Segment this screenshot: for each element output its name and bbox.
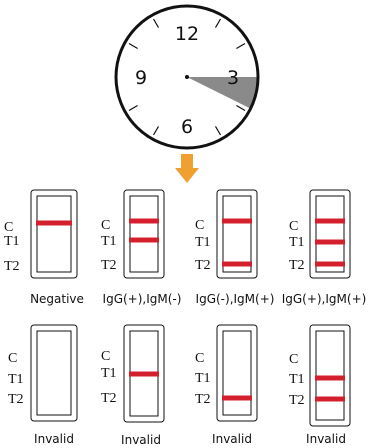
band-label-t2: T2 — [195, 392, 211, 407]
band-c — [222, 218, 252, 224]
clock-tick-5 — [214, 126, 222, 136]
strip-cassette — [216, 324, 258, 422]
band-label-t1: T1 — [289, 235, 305, 250]
clock-tick-11 — [152, 18, 160, 28]
band-label-t2: T2 — [195, 258, 211, 273]
band-label-t1: T1 — [8, 372, 24, 387]
result-label: IgG(+),IgM(+) — [282, 292, 367, 306]
band-label-t2: T2 — [8, 392, 24, 407]
clock-number-3: 3 — [227, 67, 239, 89]
result-label: Invalid — [212, 432, 252, 446]
result-label: Invalid — [34, 432, 74, 446]
band-t2 — [315, 396, 345, 402]
band-label-c: C — [289, 219, 298, 234]
clock-tick-7 — [152, 126, 160, 136]
band-label-c: C — [289, 352, 298, 367]
band-label-c: C — [195, 218, 204, 233]
strip-cassette — [123, 324, 165, 423]
arrow-down-icon — [175, 154, 199, 183]
clock-number-9: 9 — [135, 67, 147, 89]
band-label-t1: T1 — [4, 234, 20, 249]
strip-cassette — [30, 189, 78, 279]
strip-window — [36, 195, 72, 273]
band-label-t1: T1 — [195, 371, 211, 386]
elapsed-time-wedge — [187, 77, 259, 109]
band-label-t1: T1 — [101, 366, 117, 381]
strip-cassette — [309, 324, 351, 427]
band-c — [36, 220, 72, 226]
strip-window — [36, 330, 72, 416]
band-label-t1: T1 — [289, 372, 305, 387]
result-label: Invalid — [306, 432, 346, 446]
band-label-t2: T2 — [4, 259, 20, 274]
strip-window — [315, 195, 345, 273]
clock-face — [114, 4, 260, 150]
band-label-c: C — [8, 351, 17, 366]
band-t1 — [129, 371, 159, 377]
clock-number-12: 12 — [175, 23, 199, 45]
band-label-t2: T2 — [101, 258, 117, 273]
result-label: Invalid — [121, 433, 161, 447]
strip-cassette — [216, 189, 258, 279]
band-c — [129, 218, 159, 224]
band-t1 — [315, 239, 345, 245]
band-t1 — [315, 375, 345, 381]
clock-tick-2 — [236, 42, 246, 50]
strip-cassette — [309, 189, 351, 279]
band-t2 — [315, 261, 345, 267]
clock-tick-10 — [128, 42, 138, 50]
clock-center-dot — [185, 75, 189, 79]
band-c — [315, 218, 345, 224]
result-label: IgG(-),IgM(+) — [196, 292, 275, 306]
strip-window — [222, 330, 252, 416]
clock-tick-4 — [236, 104, 246, 112]
strip-window — [129, 195, 159, 273]
band-label-c: C — [4, 220, 13, 235]
result-label: IgG(+),IgM(-) — [103, 292, 182, 306]
band-label-t1: T1 — [195, 235, 211, 250]
band-label-c: C — [101, 218, 110, 233]
band-label-c: C — [195, 351, 204, 366]
band-t2 — [222, 261, 252, 267]
test-strips: CT1T2NegativeCT1T2IgG(+),IgM(-)CT1T2IgG(… — [4, 189, 367, 447]
result-label: Negative — [30, 292, 84, 306]
band-label-t1: T1 — [101, 234, 117, 249]
strip-cassette — [123, 189, 165, 279]
band-label-t2: T2 — [289, 258, 305, 273]
clock-tick-8 — [128, 104, 138, 112]
strip-window — [222, 195, 252, 273]
clock-tick-1 — [214, 18, 222, 28]
strip-cassette — [30, 324, 78, 422]
clock-number-6: 6 — [181, 116, 193, 138]
clock: 12 3 6 9 — [114, 4, 260, 150]
band-t1 — [129, 237, 159, 243]
band-t2 — [222, 395, 252, 401]
band-label-c: C — [101, 349, 110, 364]
band-label-t2: T2 — [101, 391, 117, 406]
band-label-t2: T2 — [289, 393, 305, 408]
